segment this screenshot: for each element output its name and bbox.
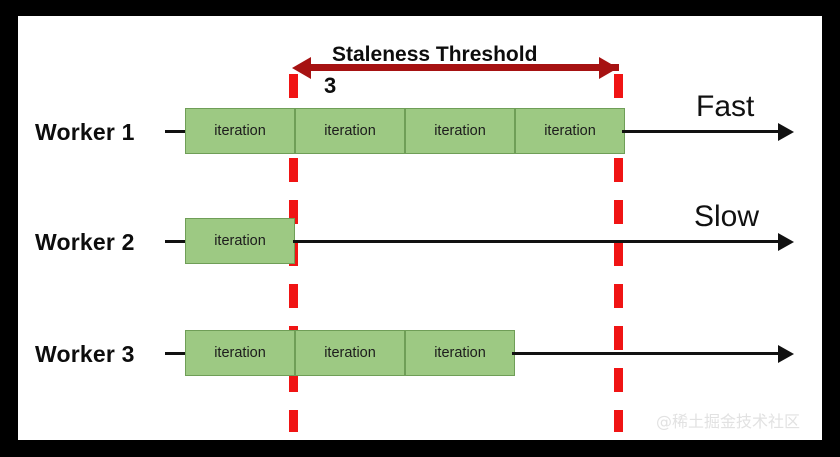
- worker-1-iteration-3-label: iteration: [434, 122, 486, 139]
- staleness-boundary-right: [614, 74, 623, 432]
- worker-1-stub: [165, 130, 187, 133]
- worker-3-stub: [165, 352, 187, 355]
- worker-1-axis-arrowhead: [778, 123, 794, 141]
- worker-1-iteration-1-label: iteration: [214, 122, 266, 139]
- worker-2-iteration-1-label: iteration: [214, 232, 266, 249]
- worker-1-iteration-4[interactable]: iteration: [515, 108, 625, 154]
- watermark: @稀土掘金技术社区: [656, 412, 801, 431]
- worker-1-iteration-3[interactable]: iteration: [405, 108, 515, 154]
- staleness-threshold-title: Staleness Threshold: [332, 43, 538, 66]
- worker-1-iteration-1[interactable]: iteration: [185, 108, 295, 154]
- threshold-arrow-right-head: [599, 57, 618, 79]
- worker-2-iteration-1[interactable]: iteration: [185, 218, 295, 264]
- worker-3-iteration-3[interactable]: iteration: [405, 330, 515, 376]
- worker-3-label: Worker 3: [35, 341, 135, 367]
- worker-1-axis-line: [622, 130, 780, 133]
- worker-1-speed-label: Fast: [696, 90, 755, 123]
- worker-3-axis-line: [512, 352, 780, 355]
- diagram-canvas: Staleness Threshold 3 Worker 1 iteration…: [18, 16, 822, 440]
- worker-1-iteration-2[interactable]: iteration: [295, 108, 405, 154]
- worker-3-iteration-2-label: iteration: [324, 344, 376, 361]
- worker-2-speed-label: Slow: [694, 200, 760, 233]
- worker-1-label: Worker 1: [35, 119, 135, 145]
- worker-2-axis-line: [293, 240, 780, 243]
- worker-1-iteration-2-label: iteration: [324, 122, 376, 139]
- worker-3-axis-arrowhead: [778, 345, 794, 363]
- worker-2-stub: [165, 240, 187, 243]
- threshold-arrow-left-head: [292, 57, 311, 79]
- worker-3-iteration-1-label: iteration: [214, 344, 266, 361]
- worker-3-iteration-1[interactable]: iteration: [185, 330, 295, 376]
- worker-2-axis-arrowhead: [778, 233, 794, 251]
- worker-3-iteration-3-label: iteration: [434, 344, 486, 361]
- staleness-threshold-value: 3: [324, 73, 337, 98]
- worker-2-label: Worker 2: [35, 229, 135, 255]
- worker-1-iteration-4-label: iteration: [544, 122, 596, 139]
- worker-3-iteration-2[interactable]: iteration: [295, 330, 405, 376]
- threshold-arrow-line: [309, 64, 619, 71]
